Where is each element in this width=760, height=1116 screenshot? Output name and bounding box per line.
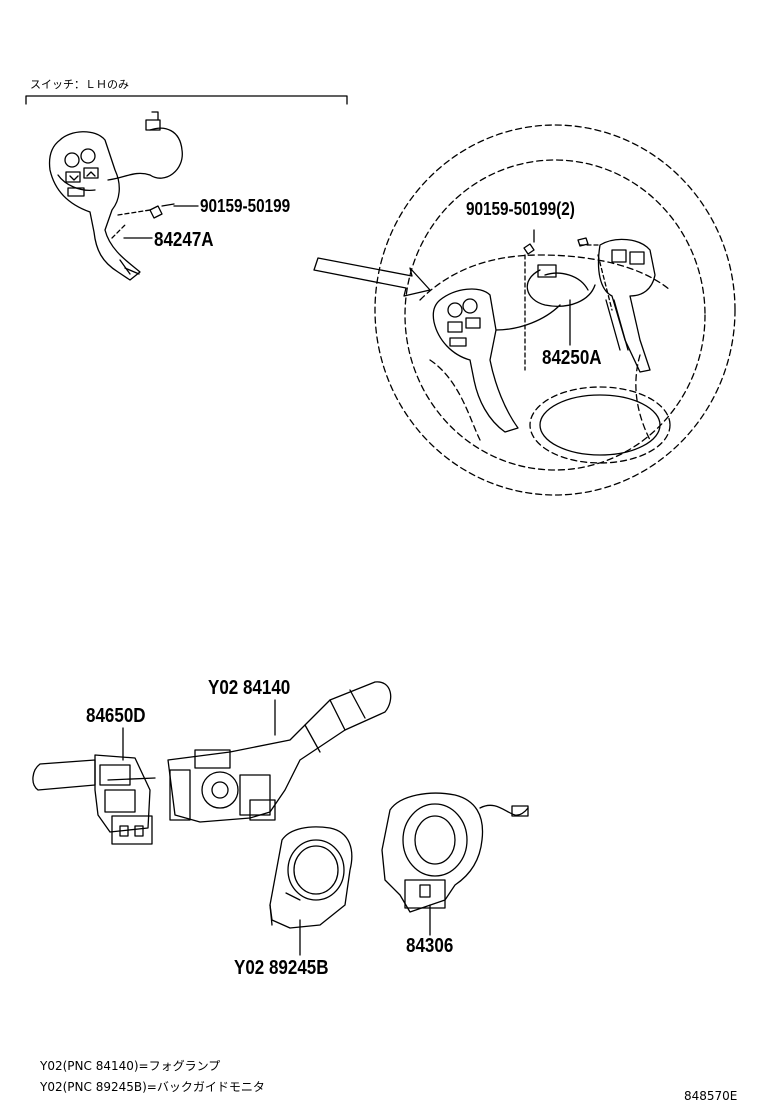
steering-wheel [314, 125, 735, 495]
part-number-84306: 84306 [406, 935, 454, 957]
part-number-84650D: 84650D [86, 705, 146, 727]
part-number-84250A: 84250A [542, 347, 602, 369]
diagram-id: 848570E [684, 1089, 738, 1103]
footnote-fog-lamp: Y02(PNC 84140)=フォグランプ [40, 1059, 221, 1073]
lh-only-note: スイッチ：ＬＨのみ [30, 78, 129, 91]
lh-switch-assembly [49, 112, 198, 280]
spiral-cable [382, 793, 528, 935]
bolt-part-number-90159-50199: 90159-50199 [200, 196, 291, 216]
footnote-back-guide-monitor: Y02(PNC 89245B)=バックガイドモニタ [40, 1080, 265, 1094]
part-number-84247A: 84247A [154, 229, 214, 251]
part-number-y02-89245B: Y02 89245B [234, 957, 329, 979]
part-number-y02-84140: Y02 84140 [208, 677, 291, 699]
headlamp-switch [168, 682, 391, 822]
bolt-part-number-90159-50199-2: 90159-50199(2) [466, 199, 575, 219]
wiper-switch [33, 728, 155, 844]
sensor-ring [270, 827, 352, 955]
lh-only-bracket [26, 96, 347, 104]
